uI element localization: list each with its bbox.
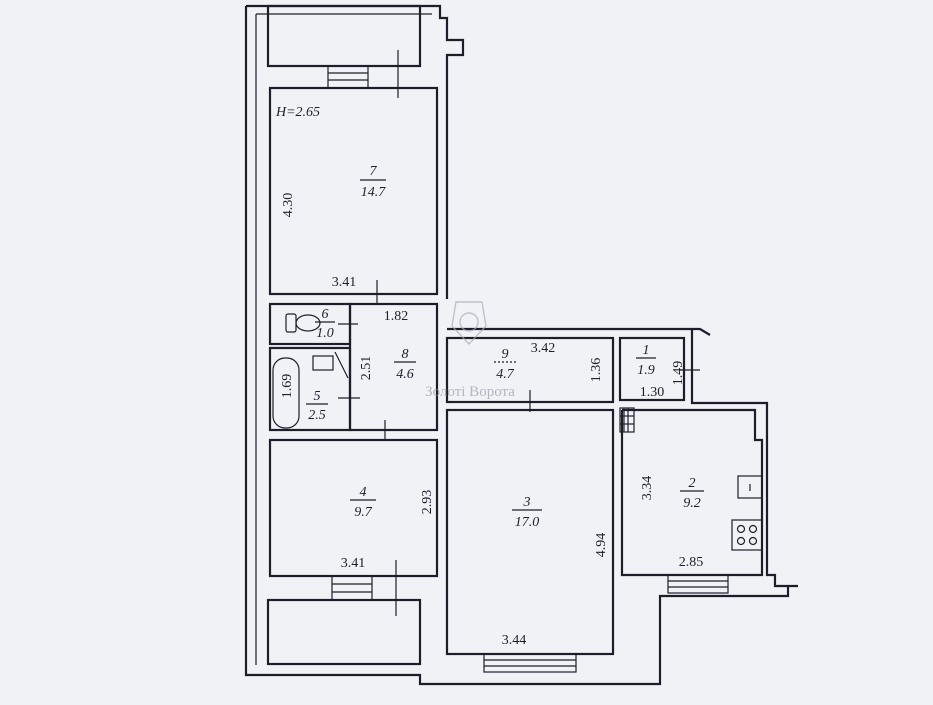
room-5-number: 5 [314,389,321,404]
dim-room7-height: 4.30 [281,193,296,218]
room-4-number: 4 [360,485,367,500]
dim-room4-width: 3.41 [341,556,366,571]
dim-room9-width: 3.42 [531,341,556,356]
room-7 [268,86,439,304]
balcony-bottom [266,598,422,666]
room-8 [348,302,439,440]
room-2-area: 9.2 [683,496,701,511]
dim-room2-height: 3.34 [640,476,655,501]
outer-walls [244,4,798,686]
room-1-area: 1.9 [637,363,655,378]
room-6-number: 6 [322,307,329,322]
room-8-area: 4.6 [396,367,414,382]
dim-room1-height: 1.49 [671,361,686,386]
room-4 [268,438,439,616]
room-2 [619,407,764,594]
dim-room9-height: 1.36 [589,358,604,383]
room-1-number: 1 [643,343,650,358]
dim-room3-height: 4.94 [594,533,609,558]
watermark-logo [451,301,487,346]
watermark-text: Золоті Ворота [425,384,515,400]
room-3-area: 17.0 [515,515,540,530]
dim-room3-width: 3.44 [502,633,527,648]
room-4-area: 9.7 [354,505,373,520]
ceiling-height-label: H=2.65 [275,105,320,120]
room-7-number: 7 [370,164,378,179]
room-9 [445,336,615,412]
room-6 [268,302,358,346]
room-9-number: 9 [502,347,509,362]
dim-room5-height: 1.69 [280,374,295,399]
room-3 [445,408,615,673]
room-9-area: 4.7 [496,367,515,382]
room-5-area: 2.5 [308,408,326,423]
dim-room4-height: 2.93 [420,490,435,515]
dim-room8-height: 2.51 [359,356,374,381]
room-6-area: 1.0 [316,326,334,341]
balcony-top [266,4,422,98]
room-8-number: 8 [402,347,409,362]
dim-room7-width: 3.41 [332,275,357,290]
room-1 [618,336,700,402]
dim-room2-width: 2.85 [679,555,704,570]
room-3-number: 3 [523,495,531,510]
room-2-number: 2 [689,476,696,491]
dim-room8-width: 1.82 [384,309,409,324]
dim-room1-width: 1.30 [640,385,665,400]
room-7-area: 14.7 [361,185,387,200]
